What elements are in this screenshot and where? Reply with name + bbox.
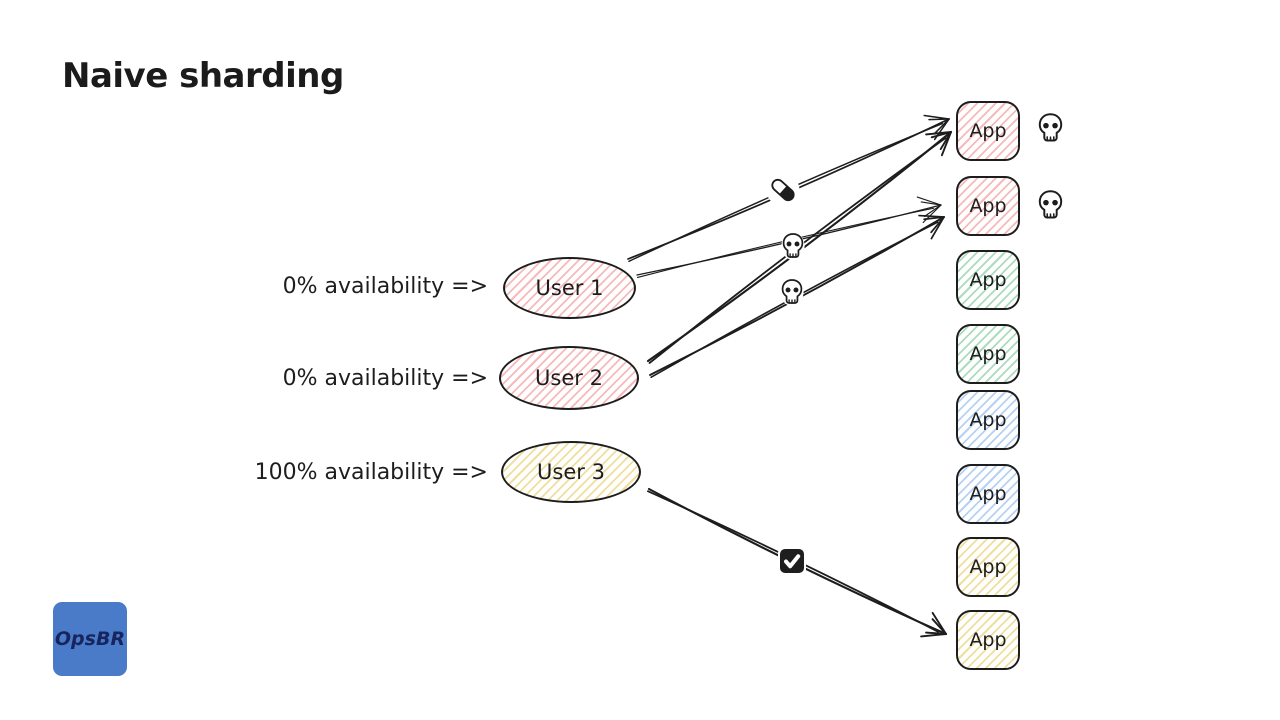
page-title: Naive sharding [62,56,344,96]
app-node-7: App [956,537,1020,597]
availability-label-user-2: 0% availability => [282,366,488,391]
app-node-3: App [956,250,1020,310]
app-3-label: App [969,269,1007,291]
user-3-node: User 3 [501,441,641,503]
skull-icon [1038,113,1063,142]
app-7-label: App [969,556,1007,578]
app-1-label: App [969,120,1007,142]
skull-icon [781,232,805,261]
check-icon [778,547,806,575]
user-1-node: User 1 [503,257,636,319]
opsbr-logo: OpsBR [53,602,127,676]
user-1-label: User 1 [535,276,604,300]
app-node-6: App [956,464,1020,524]
user-2-label: User 2 [535,366,603,390]
app-node-8: App [956,610,1020,670]
app-6-label: App [969,483,1007,505]
skull-icon [1038,190,1063,219]
user-2-node: User 2 [499,346,639,410]
app-node-4: App [956,324,1020,384]
app-node-5: App [956,390,1020,450]
app-8-label: App [969,629,1007,651]
user-3-label: User 3 [537,460,605,484]
skull-icon [780,278,804,307]
app-4-label: App [969,343,1007,365]
app-node-2: App [956,176,1020,236]
opsbr-logo-text: OpsBR [54,628,126,650]
app-2-label: App [969,195,1007,217]
app-5-label: App [969,409,1007,431]
availability-label-user-1: 0% availability => [282,274,488,299]
availability-label-user-3: 100% availability => [254,460,488,485]
pill-icon [766,173,800,207]
app-node-1: App [956,101,1020,161]
